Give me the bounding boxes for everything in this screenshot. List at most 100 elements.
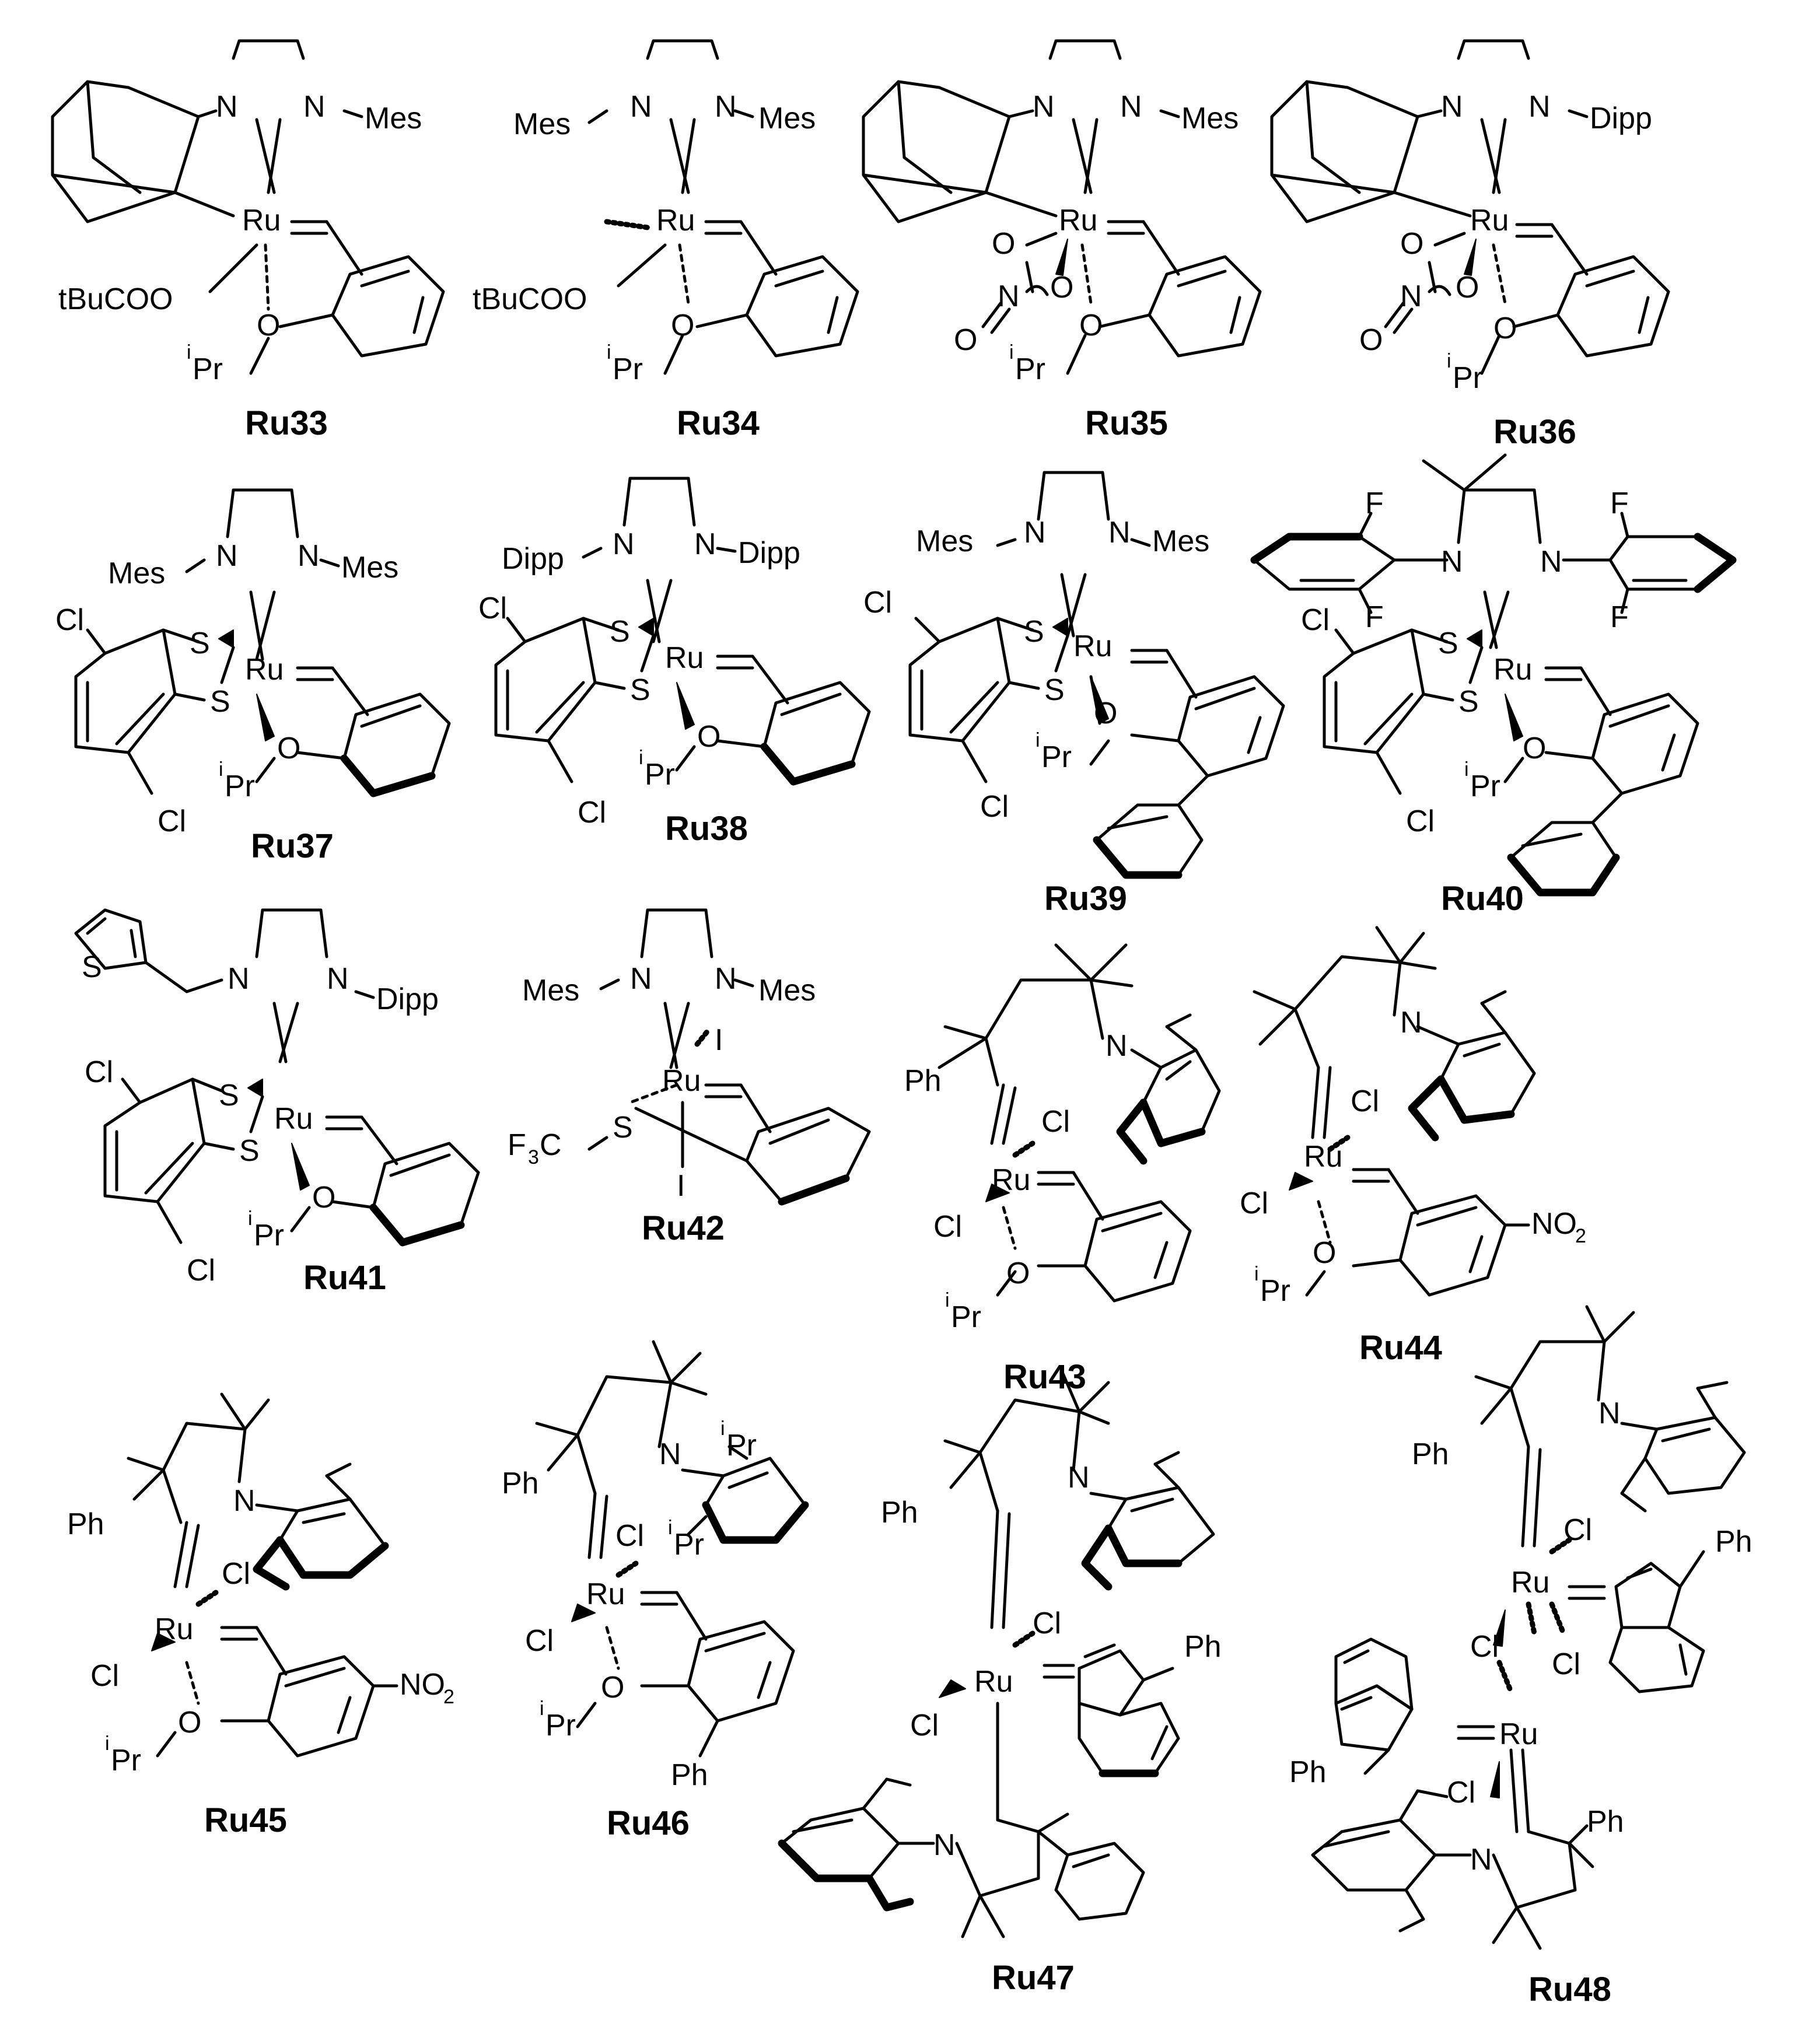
atom-ru: Ru [665,641,704,675]
substituent-pr: Pr [1015,352,1045,386]
atom-n: N [1108,516,1131,550]
atom-cl: Cl [90,1659,119,1693]
atom-cl: Cl [578,796,606,830]
atom-n: N [715,90,737,124]
atom-o: O [1456,271,1479,304]
compound-label-ru41: Ru41 [303,1259,386,1297]
atom-o: O [1313,1236,1336,1270]
atom-n: N [613,527,635,561]
atom-f: F [1610,600,1629,634]
atom-n: N [1024,516,1046,550]
atom-ru: Ru [245,653,284,687]
atom-n: N [1528,90,1551,124]
substituent-pr: Pr [225,769,255,803]
compound-label-ru42: Ru42 [642,1209,725,1247]
superscript-i: i [105,1732,110,1755]
substituent-mes: Mes [758,102,816,135]
structure-ru36: N N Dipp Ru O O N O O i Pr Ru36 [1270,39,1670,451]
atom-n: N [1441,545,1463,579]
atom-o: O [1359,323,1383,357]
atom-o: O [1400,227,1423,261]
structure-ru44: N Cl Ru Cl O i Pr NO 2 Ru44 [1240,926,1586,1367]
atom-o: O [1079,309,1103,342]
substituent-ph: Ph [1587,1805,1624,1839]
atom-s: S [1024,615,1044,649]
substituent-ph: Ph [881,1496,918,1530]
atom-o: O [1094,696,1117,730]
atom-o: O [178,1706,201,1740]
group-no2-no: NO [400,1668,445,1702]
atom-cl: Cl [158,804,186,838]
substituent-pr: Pr [1470,769,1500,803]
superscript-i: i [1464,758,1469,780]
atom-n: N [303,90,326,124]
atom-f: F [1610,487,1629,520]
atom-n: N [298,539,320,573]
compound-label-ru46: Ru46 [607,1804,690,1842]
atom-n: N [694,527,716,561]
atom-n: N [1441,90,1463,124]
atom-o: O [1050,271,1073,304]
atom-n: N [216,539,238,573]
atom-s: S [190,626,210,660]
superscript-i: i [540,1698,544,1720]
atom-ru: Ru [1511,1566,1549,1600]
atom-o: O [601,1671,624,1704]
atom-n: N [1540,545,1562,579]
substituent-ph: Ph [502,1466,539,1500]
substituent-dipp: Dipp [376,982,439,1016]
compound-label-ru35: Ru35 [1085,404,1168,442]
atom-cl: Cl [1041,1105,1070,1139]
atom-cl: Cl [1240,1186,1268,1220]
substituent-mes: Mes [522,974,579,1007]
substituent-mes: Mes [758,974,816,1007]
atom-ru: Ru [662,1064,701,1098]
atom-n: N [216,90,238,124]
atom-ru: Ru [656,204,695,237]
substituent-mes: Mes [365,102,422,135]
superscript-i: i [1036,729,1040,751]
atom-n: N [1400,279,1422,313]
atom-cl: Cl [1552,1647,1580,1681]
substituent-dipp: Dipp [1590,102,1652,135]
atom-o: O [697,720,720,754]
atom-n: N [1400,1006,1422,1040]
atom-s: S [610,615,630,649]
substituent-pr: Pr [111,1744,141,1777]
structure-ru37: N N Mes Mes Cl S Ru S O i Pr Cl Ru37 [55,488,451,865]
structure-ru47: Ph N Cl Ru Ph Cl N Ru47 [778,1369,1222,1997]
atom-cl: Cl [478,592,507,625]
structure-ru41: S N N Dipp Cl S Ru S O i Pr Cl Ru41 [74,908,480,1297]
substituent-ph: Ph [671,1758,708,1792]
superscript-i: i [945,1289,950,1311]
atom-n: N [630,962,652,996]
atom-cl: Cl [933,1210,962,1244]
atom-ru: Ru [586,1577,625,1611]
superscript-i: i [639,747,643,769]
atom-o: O [1523,732,1546,765]
atom-cl: Cl [1563,1513,1592,1547]
substituent-pr: Pr [545,1709,576,1742]
substituent-pr: Pr [726,1429,757,1462]
atom-o: O [954,323,977,357]
atom-n: N [1106,1029,1128,1063]
structure-ru45: Ph N Cl Ru Cl O i Pr NO 2 Ru45 [67,1392,454,1839]
atom-o: O [312,1181,335,1214]
superscript-i: i [1447,350,1451,372]
substituent-pr: Pr [1260,1274,1290,1308]
structure-ru34: Mes N N Mes Ru tBuCOO O i Pr Ru34 [473,39,859,442]
compound-label-ru44: Ru44 [1359,1329,1442,1367]
atom-o: O [1493,312,1517,345]
substituent-ph: Ph [67,1507,104,1541]
atom-cl: Cl [85,1055,113,1089]
atom-i: I [715,1023,723,1057]
atom-cl: Cl [1406,804,1435,838]
atom-f: F [1365,600,1384,634]
substituent-dipp: Dipp [738,536,800,570]
compound-label-ru33: Ru33 [245,404,328,442]
structure-ru42: Mes N N Mes I Ru S F 3 C I Ru42 [508,908,871,1247]
atom-s: S [613,1111,633,1144]
atom-o: O [671,309,694,342]
atom-f: F [1365,487,1384,520]
